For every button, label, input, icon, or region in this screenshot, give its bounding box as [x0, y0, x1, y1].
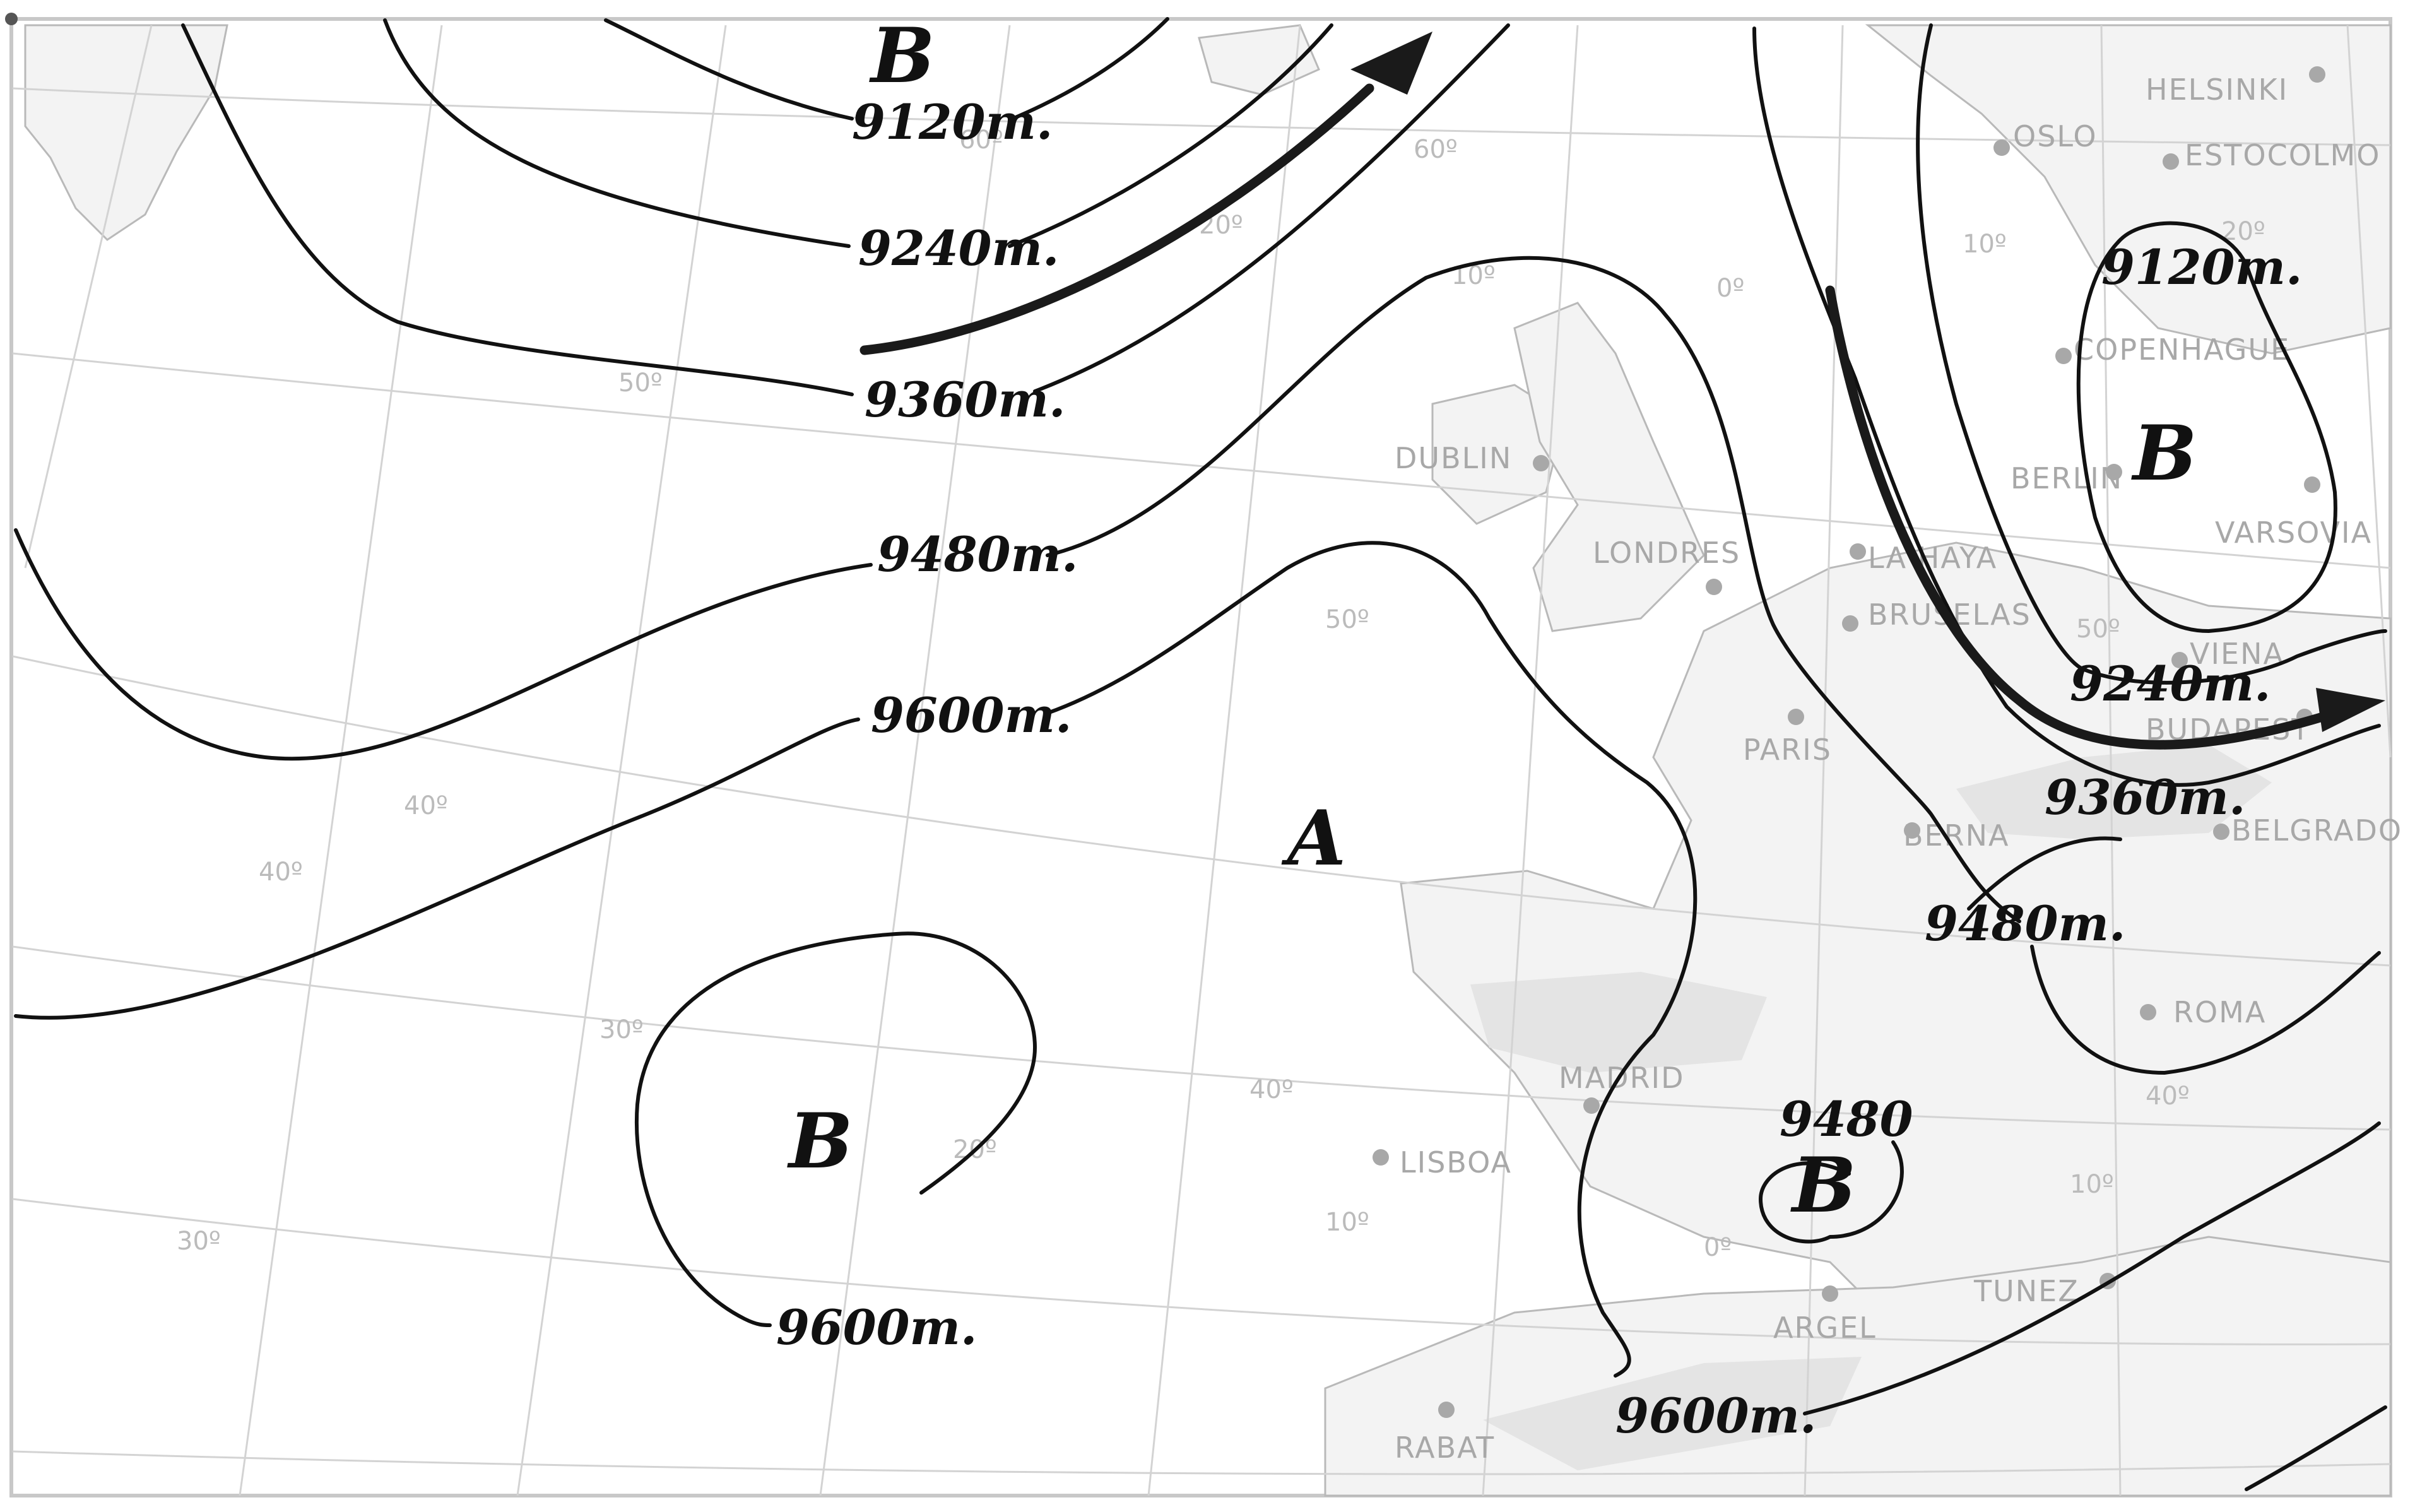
isoline-9360-north: [181, 23, 854, 396]
isoline-9480-med-east: [1967, 836, 2122, 911]
lat-50e-label: 50º: [2076, 615, 2120, 644]
lat-40w-label: 40º: [404, 791, 448, 820]
alps-relief: [1956, 745, 2272, 839]
lon-10-label: 10º: [1963, 230, 2007, 259]
lat-60-label: 60º: [959, 126, 1003, 155]
isoline-9360-north-east: [1033, 23, 1510, 393]
city-la-haya: LA HAYA: [1868, 541, 1997, 575]
city-belgrado: BELGRADO: [2231, 813, 2402, 848]
isoline-9360-east: [1853, 377, 2381, 787]
pressure-centers: B B A B B: [787, 11, 2197, 1230]
city-argel: ARGEL: [1773, 1311, 1877, 1345]
lat-30-label: 30º: [599, 1015, 644, 1044]
graticule-labels: 60º 20º 60º 0º 10º 20º 50º 10º 50º 50º 4…: [177, 126, 2265, 1262]
low-center-north: B: [869, 11, 935, 100]
isoline-9600-west: [14, 718, 860, 1020]
jet-streams: [859, 32, 2385, 750]
isoline-9480-east-tail: [2030, 945, 2381, 1075]
isoline-9480-arc: [1046, 256, 2021, 923]
city-paris: PARIS: [1743, 733, 1832, 767]
iberia-relief: [1470, 972, 1767, 1073]
isoline-9240-north: [383, 18, 851, 248]
corner-dot: [5, 13, 18, 25]
city-rabat: RABAT: [1395, 1431, 1495, 1465]
city-berlin: BERLIN: [2011, 461, 2123, 495]
low-center-east: B: [2131, 409, 2197, 498]
lon-10w-label: 10º: [1325, 1208, 1369, 1237]
isoline-9600-arc: [1046, 541, 1698, 1378]
low-center-mediterranean: B: [1790, 1141, 1856, 1230]
city-dublin: DUBLIN: [1395, 441, 1512, 475]
city-copenhague: COPENHAGUE: [2074, 333, 2290, 367]
label-9240-north: 9240m.: [858, 220, 1059, 276]
label-9600-west: 9600m.: [871, 687, 1072, 743]
high-center-atlantic: A: [1281, 794, 1346, 883]
city-names: HELSINKI OSLO ESTOCOLMO COPENHAGUE BERLI…: [1395, 73, 2402, 1465]
lon-0-label: 0º: [1716, 274, 1744, 303]
lon-10e-label: 10º: [2070, 1170, 2114, 1199]
city-varsovia: VARSOVIA: [2215, 516, 2372, 550]
label-9480-south: 9480m.: [1925, 895, 2125, 952]
isoline-9600-south-tail: [1803, 1121, 2381, 1415]
city-estocolmo: ESTOCOLMO: [2185, 138, 2380, 172]
label-9480-med: 9480: [1780, 1091, 1913, 1147]
atlas-relief: [1483, 1357, 1862, 1470]
label-9600-sw: 9600m.: [776, 1299, 977, 1355]
iceland-coast: [1198, 24, 1320, 96]
city-markers: [1373, 66, 2325, 1418]
lon-0b-label: 0º: [1704, 1233, 1732, 1262]
isoline-se-corner: [2245, 1405, 2387, 1491]
isoline-9600-low-sw: [635, 931, 1037, 1327]
isoline-9240-east-b: [1916, 23, 2387, 685]
isoline-9120-north: [604, 18, 854, 121]
city-lisboa: LISBOA: [1400, 1145, 1512, 1179]
isoline-9120-north-east: [1008, 17, 1169, 122]
lon-30-label: 30º: [177, 1227, 221, 1256]
label-9600-south: 9600m.: [1615, 1388, 1816, 1444]
lat-40-label: 40º: [1249, 1075, 1294, 1104]
scandinavia-coast: [1865, 24, 2392, 355]
jet-stream-north: [859, 83, 1374, 355]
label-9120-east: 9120m.: [2101, 239, 2302, 295]
city-helsinki: HELSINKI: [2146, 73, 2288, 107]
lat-60b-label: 60º: [1414, 135, 1458, 164]
isoline-9480-west: [14, 528, 873, 761]
isoline-9120-east-low: [2076, 221, 2337, 633]
city-oslo: OSLO: [2013, 119, 2098, 153]
city-tunez: TUNEZ: [1973, 1274, 2079, 1308]
isoline-9480-low-med: [1759, 1140, 1904, 1244]
label-9120-north: 9120m.: [852, 94, 1053, 150]
label-9240-east: 9240m.: [2070, 656, 2271, 712]
isohypse-labels: 9120m. 9240m. 9360m. 9480m. 9600m. 9120m…: [776, 94, 2302, 1444]
city-viena: VIENA: [2190, 637, 2284, 671]
isoline-9240-north-east: [1008, 23, 1333, 248]
lat-50-label: 50º: [1325, 605, 1369, 634]
low-center-southwest: B: [787, 1097, 853, 1186]
city-madrid: MADRID: [1559, 1061, 1685, 1095]
lat-50w-label: 50º: [618, 369, 663, 398]
lon-40-label: 40º: [259, 858, 303, 887]
jet-north-arrowhead: [1350, 32, 1432, 95]
label-9360-east: 9360m.: [2045, 769, 2245, 825]
city-roma: ROMA: [2173, 995, 2266, 1029]
jet-stream-east: [1825, 285, 2340, 750]
britain-coast: [1513, 302, 1705, 632]
jet-east-arrowhead: [2316, 688, 2385, 732]
city-berna: BERNA: [1903, 818, 2009, 853]
city-londres: LONDRES: [1593, 536, 1740, 570]
isohypses: [14, 17, 2387, 1491]
label-9360-north: 9360m.: [865, 372, 1065, 428]
label-9480-west: 9480m.: [877, 526, 1078, 582]
lat-40e-label: 40º: [2146, 1082, 2190, 1111]
